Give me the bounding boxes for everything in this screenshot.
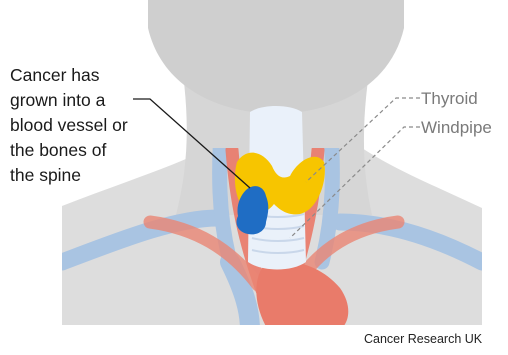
- callout-line: blood vessel or: [10, 113, 160, 138]
- callout-line: Cancer has: [10, 63, 160, 88]
- credit-text: Cancer Research UK: [364, 331, 482, 347]
- windpipe-label: Windpipe: [421, 118, 492, 138]
- callout-line: grown into a: [10, 88, 160, 113]
- callout-line: the spine: [10, 163, 160, 188]
- callout-line: the bones of: [10, 138, 160, 163]
- cancer-callout-text: Cancer has grown into a blood vessel or …: [10, 63, 160, 188]
- thyroid-label: Thyroid: [421, 89, 478, 109]
